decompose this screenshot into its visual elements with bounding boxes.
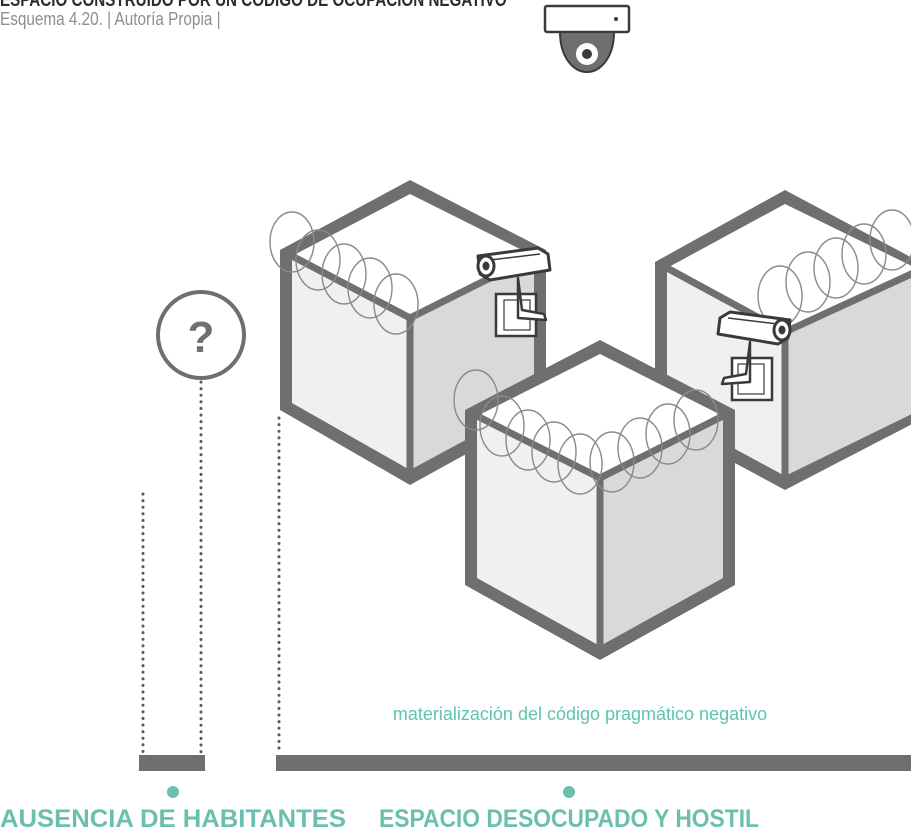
ground-bar-left bbox=[139, 755, 205, 771]
note-label: materialización del código pragmático ne… bbox=[393, 704, 767, 724]
right-label: ESPACIO DESOCUPADO Y HOSTIL bbox=[379, 805, 759, 833]
ground-bar-right bbox=[276, 755, 911, 771]
label-dot-right bbox=[563, 786, 575, 798]
question-mark: ? bbox=[188, 313, 215, 362]
left-label: AUSENCIA DE HABITANTES bbox=[0, 805, 346, 833]
question-icon: ? bbox=[158, 292, 244, 378]
label-dot-left bbox=[167, 786, 179, 798]
dome-camera-icon bbox=[545, 6, 629, 72]
dotted-guides bbox=[143, 382, 279, 752]
